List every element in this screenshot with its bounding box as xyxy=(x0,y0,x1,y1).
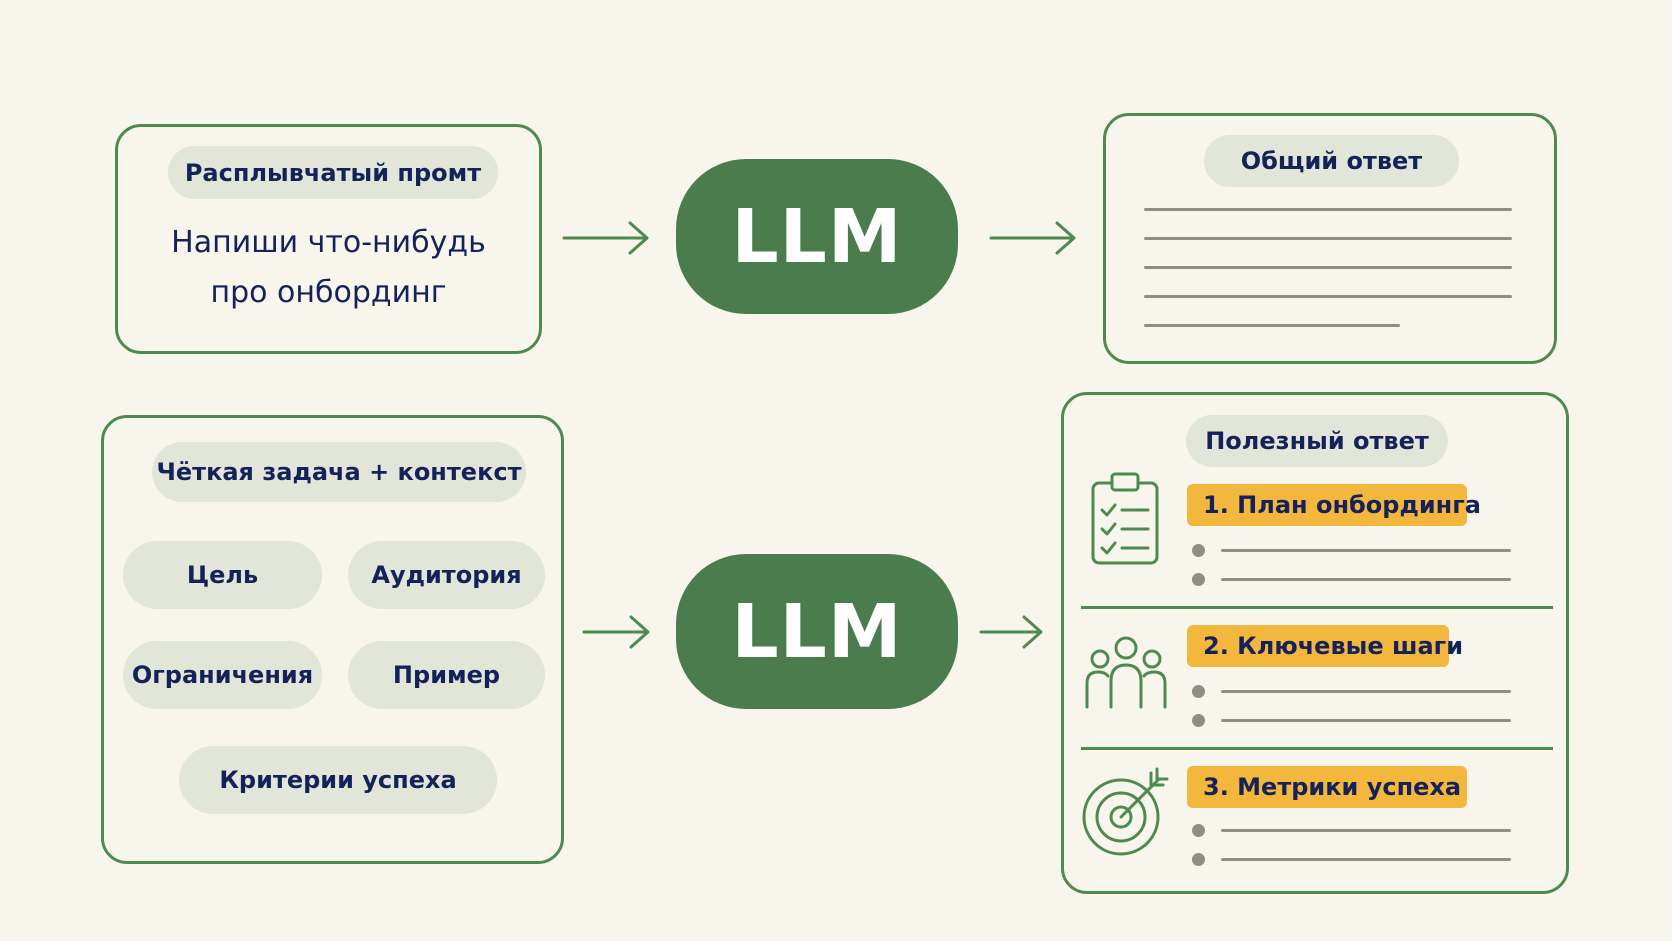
placeholder-line xyxy=(1221,829,1511,832)
context-item-success-criteria: Критерии успеха xyxy=(179,746,497,814)
section-title-key-steps: 2. Ключевые шаги xyxy=(1187,625,1463,667)
placeholder-line xyxy=(1221,549,1511,552)
useful-answer-label: Полезный ответ xyxy=(1186,415,1448,467)
bullet-dot xyxy=(1192,573,1205,586)
bullet-dot xyxy=(1192,853,1205,866)
vague-prompt-line-2: про онбординг xyxy=(210,275,447,310)
bullet-dot xyxy=(1192,544,1205,557)
section-title-onboarding-plan: 1. План онбординга xyxy=(1187,484,1481,526)
target-arrow-icon xyxy=(1082,767,1169,856)
useful-answer-card: Полезный ответ 1. План онбординга 2. Клю… xyxy=(1061,392,1569,894)
bullet-dot xyxy=(1192,824,1205,837)
bullet-dot xyxy=(1192,685,1205,698)
placeholder-line xyxy=(1144,266,1512,269)
placeholder-line xyxy=(1144,237,1512,240)
bullet-dot xyxy=(1192,714,1205,727)
vague-prompt-label: Расплывчатый промт xyxy=(168,146,498,199)
placeholder-line xyxy=(1144,324,1400,327)
arrow-right-icon xyxy=(582,615,650,649)
arrow-right-icon xyxy=(562,221,649,255)
llm-block-bottom: LLM xyxy=(676,554,958,709)
generic-answer-card: Общий ответ xyxy=(1103,113,1557,364)
context-item-audience: Аудитория xyxy=(348,541,545,609)
arrow-right-icon xyxy=(989,221,1076,255)
arrow-right-icon xyxy=(979,615,1043,649)
context-item-example: Пример xyxy=(348,641,545,709)
placeholder-line xyxy=(1221,719,1511,722)
llm-block-top: LLM xyxy=(676,159,958,314)
clipboard-checklist-icon xyxy=(1091,472,1159,565)
people-group-icon xyxy=(1085,636,1167,709)
vague-prompt-line-1: Напиши что-нибудь xyxy=(171,225,486,260)
vague-prompt-card: Расплывчатый промт Напиши что-нибудь про… xyxy=(115,124,542,354)
section-divider xyxy=(1081,606,1553,609)
placeholder-line xyxy=(1144,295,1512,298)
clear-task-card: Чёткая задача + контекст Цель Аудитория … xyxy=(101,415,564,864)
placeholder-line xyxy=(1144,208,1512,211)
placeholder-line xyxy=(1221,858,1511,861)
context-item-goal: Цель xyxy=(123,541,322,609)
section-divider xyxy=(1081,747,1553,750)
context-item-constraints: Ограничения xyxy=(123,641,322,709)
clear-task-label: Чёткая задача + контекст xyxy=(152,442,526,502)
generic-answer-label: Общий ответ xyxy=(1204,135,1459,187)
section-title-success-metrics: 3. Метрики успеха xyxy=(1187,766,1467,808)
placeholder-line xyxy=(1221,690,1511,693)
placeholder-line xyxy=(1221,578,1511,581)
